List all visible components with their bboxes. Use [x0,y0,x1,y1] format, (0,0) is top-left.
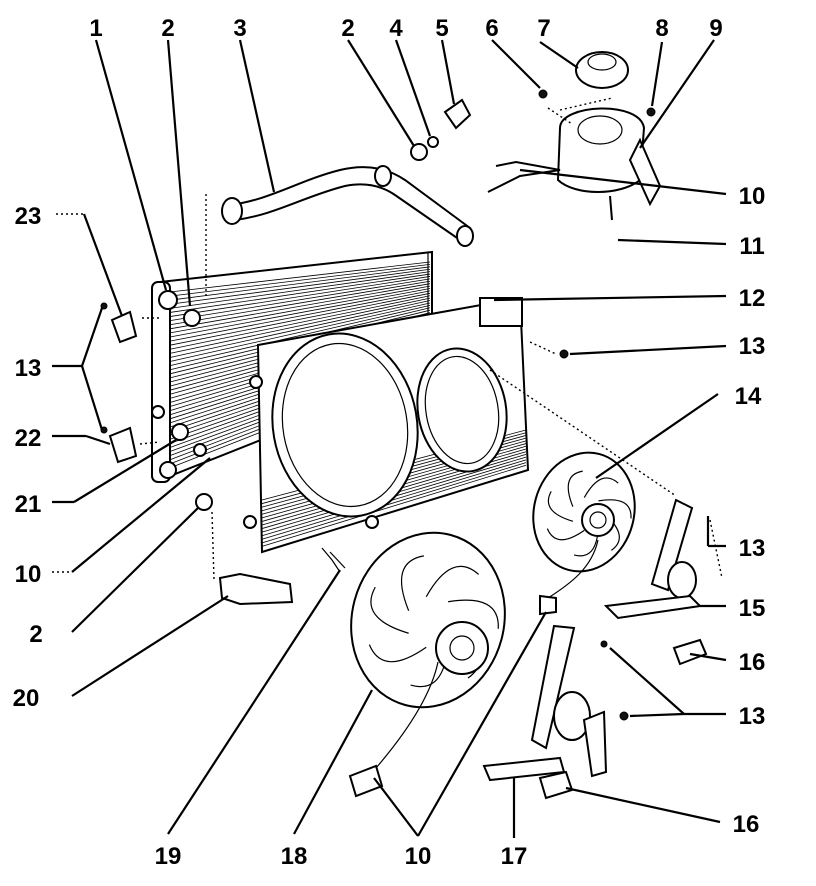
callout-10: 10 [405,843,432,870]
callout-21: 21 [15,491,42,518]
callout-19: 19 [155,843,182,870]
callout-23: 23 [15,203,42,230]
small-parts [100,89,656,721]
callout-10: 10 [739,183,766,210]
bolt-13-upper [100,302,108,310]
callout-14: 14 [735,383,762,410]
bolt-13-bracket [619,711,629,721]
callout-4: 4 [389,15,403,42]
lower-temp-sender [218,572,294,606]
upper-coolant-hose [221,165,474,247]
small-fan [532,451,708,666]
callout-11: 11 [739,233,764,260]
callout-16: 16 [739,649,766,676]
hose-clip-lower [193,443,207,457]
bolt-8 [646,107,656,117]
o-ring-lower [195,493,213,511]
callout-16: 16 [733,811,760,838]
callout-2: 2 [29,621,42,648]
callout-1: 1 [89,15,102,42]
callout-12: 12 [739,285,766,312]
temperature-sender [443,98,472,130]
callout-18: 18 [281,843,308,870]
callout-labels: 1 2 3 2 4 5 6 7 8 9 10 11 12 13 14 13 15… [13,15,766,870]
o-ring-top [410,143,428,161]
callout-13: 13 [15,355,42,382]
large-fan [348,531,608,800]
mount-23 [110,310,138,344]
callout-5: 5 [435,15,448,42]
callout-20: 20 [13,685,40,712]
callout-7: 7 [537,15,550,42]
bolt-13-bracket-upper [600,640,608,648]
bolt-13-shroud [559,349,569,359]
leader-lines [52,39,727,838]
fan-shroud [243,296,530,554]
callout-9: 9 [709,15,722,42]
expansion-tank [487,51,662,221]
bolt-6 [538,89,548,99]
callout-13: 13 [739,535,766,562]
callout-13: 13 [739,703,766,730]
callout-22: 22 [15,425,42,452]
callout-8: 8 [655,15,668,42]
assembly-lines [139,97,723,581]
callout-2: 2 [161,15,174,42]
clip-19 [321,547,346,573]
callout-13: 13 [739,333,766,360]
callout-17: 17 [501,843,528,870]
callout-15: 15 [739,595,766,622]
callout-2: 2 [341,15,354,42]
callout-10: 10 [15,561,42,588]
clip-top [427,136,439,148]
callout-3: 3 [233,15,246,42]
mount-22 [108,426,138,464]
callout-6: 6 [485,15,498,42]
